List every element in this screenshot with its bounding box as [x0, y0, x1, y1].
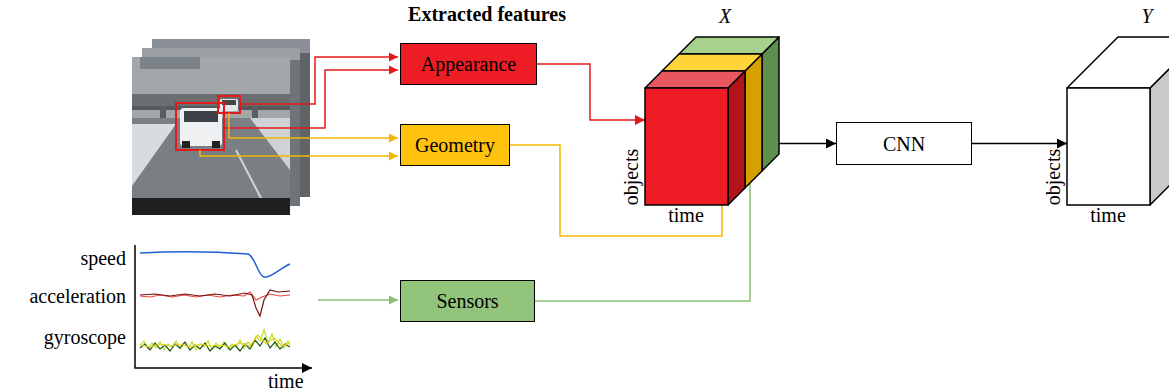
snow	[250, 118, 290, 170]
signal-name: speed	[80, 247, 126, 269]
box-label: Sensors	[436, 291, 498, 311]
pillar	[160, 106, 166, 120]
cube-side	[745, 54, 762, 188]
car	[220, 99, 238, 111]
feature-box: Sensors	[400, 280, 535, 322]
axis-label: time	[668, 204, 704, 226]
sensor-plot	[135, 245, 312, 368]
wheel	[212, 141, 220, 148]
feature-box: Geometry	[400, 124, 510, 166]
connector	[972, 143, 1067, 145]
label-holder: objects	[621, 149, 643, 206]
network-box: CNN	[836, 122, 972, 165]
speed-trace	[140, 252, 290, 277]
feature-wires	[200, 57, 398, 300]
box-label: CNN	[883, 134, 925, 154]
snow	[132, 124, 176, 186]
connector	[779, 143, 836, 145]
car	[180, 108, 222, 146]
plot-axes	[135, 245, 312, 368]
cube-shape	[645, 37, 779, 205]
detection-box	[176, 103, 224, 150]
tensor-name: Y	[1141, 5, 1152, 27]
sky	[132, 57, 290, 215]
gyroscope-trace	[140, 335, 290, 347]
feature-wire	[318, 299, 398, 301]
tensor-cube: Yobjectstime	[1067, 37, 1169, 205]
cube-top	[662, 54, 762, 71]
car-window	[184, 111, 218, 122]
label-holder: speed	[80, 248, 126, 270]
feature-wire	[229, 113, 398, 138]
axis-label: objects	[1042, 149, 1064, 206]
feature-box: Appearance	[400, 43, 537, 85]
pillar	[252, 106, 258, 120]
label-holder: time	[668, 205, 704, 227]
signal-name: acceleration	[29, 285, 126, 307]
label-holder: objects	[1043, 149, 1065, 206]
title-holder: Extracted features	[408, 4, 566, 26]
tensor-cube: Xobjectstime	[645, 37, 779, 205]
axis-label: objects	[620, 149, 642, 206]
feature-wire	[240, 57, 398, 104]
cube-front	[645, 88, 728, 205]
front-frame	[132, 57, 290, 215]
label-holder: gyroscope	[44, 327, 126, 349]
gyroscope-trace	[140, 330, 290, 350]
wheel	[182, 141, 190, 148]
acceleration-trace	[140, 290, 290, 316]
box-label: Appearance	[421, 54, 517, 74]
label-holder: time	[268, 371, 304, 392]
building	[140, 57, 200, 69]
label-holder: time	[1090, 205, 1126, 227]
connector	[537, 64, 645, 120]
cube-top	[1067, 37, 1169, 88]
cube-side	[762, 37, 779, 171]
axis-label: time	[268, 370, 304, 392]
cube-top	[645, 71, 745, 88]
tensor-name: X	[719, 5, 731, 27]
label-holder: Y	[1141, 6, 1152, 28]
dashboard	[132, 198, 290, 215]
video-frames	[132, 39, 310, 215]
cube-side	[728, 71, 745, 205]
detection-box	[218, 96, 240, 113]
title: Extracted features	[408, 3, 566, 25]
feature-wire	[200, 150, 398, 156]
signal-name: gyroscope	[44, 326, 126, 348]
axis-label: time	[1090, 204, 1126, 226]
label-holder: acceleration	[29, 286, 126, 308]
cube-top	[679, 37, 779, 54]
label-holder: X	[719, 6, 731, 28]
lane-mark	[236, 150, 262, 200]
cube-front	[1067, 88, 1150, 205]
cube-shape	[1067, 37, 1169, 205]
feature-wire	[224, 70, 398, 128]
box-label: Geometry	[415, 135, 495, 155]
